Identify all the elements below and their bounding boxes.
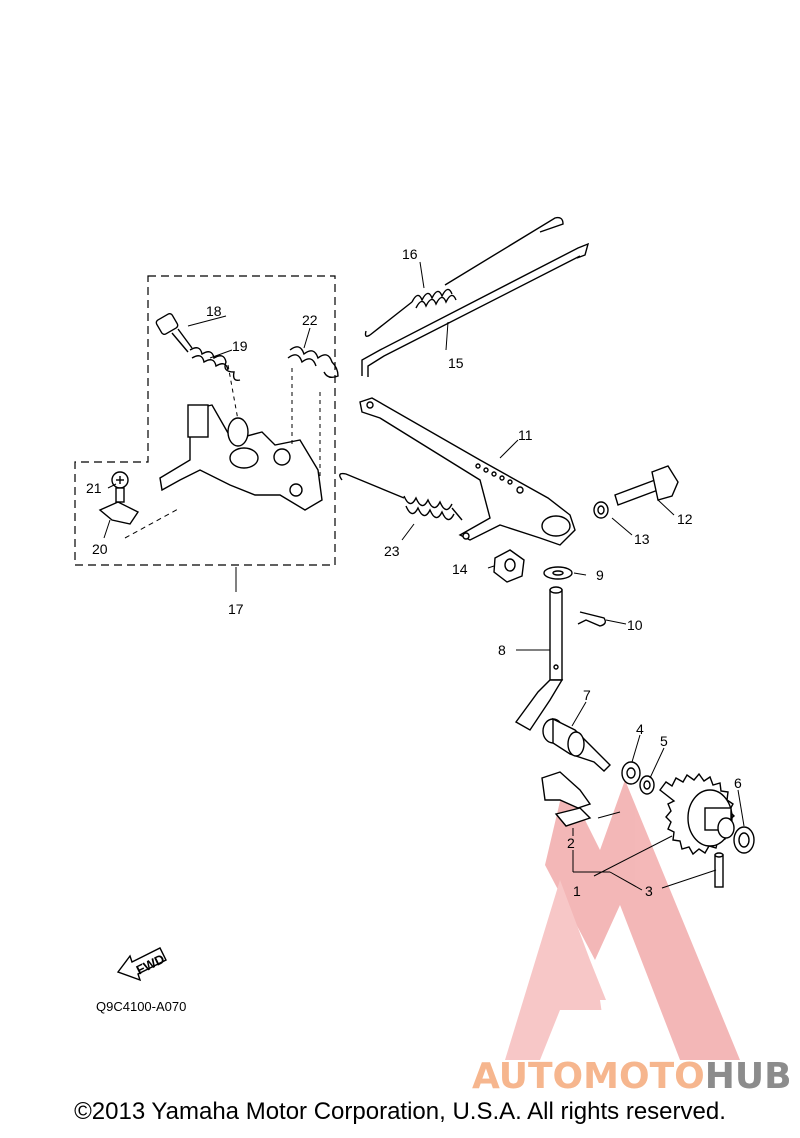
governor-gear-1 — [659, 772, 736, 856]
pin-3 — [714, 852, 724, 888]
callout-20: 20 — [92, 541, 108, 557]
callout-7: 7 — [583, 687, 591, 703]
nut-14 — [493, 549, 525, 583]
svg-text:AUTOMOTOHUB: AUTOMOTOHUB — [472, 1056, 792, 1097]
callout-10: 10 — [627, 617, 643, 633]
callout-2: 2 — [567, 835, 575, 851]
callout-1: 1 — [573, 883, 581, 899]
copyright-notice: ©2013 Yamaha Motor Corporation, U.S.A. A… — [74, 1098, 726, 1125]
governor-shaft-8 — [514, 586, 564, 731]
callout-8: 8 — [498, 642, 506, 658]
governor-lever-11 — [359, 397, 576, 546]
screw-21 — [111, 471, 129, 503]
governor-bracket — [159, 364, 323, 511]
callout-labels: 1 2 3 4 5 6 7 8 9 10 11 12 13 14 15 16 1… — [86, 246, 742, 899]
callout-16: 16 — [402, 246, 418, 262]
drawing-code: Q9C4100-A070 — [96, 999, 186, 1014]
washer-9 — [543, 566, 573, 580]
callout-12: 12 — [677, 511, 693, 527]
wordmark-part-a: AUTOMOTO — [472, 1056, 705, 1097]
callout-14: 14 — [452, 561, 468, 577]
leader-lines — [103, 261, 745, 891]
callout-21: 21 — [86, 480, 102, 496]
callout-11: 11 — [518, 427, 533, 443]
callout-3: 3 — [645, 883, 653, 899]
fwd-arrow-icon: FWD — [116, 947, 167, 982]
weight-shaft-7 — [542, 717, 611, 772]
callout-4: 4 — [636, 721, 644, 737]
washer-5 — [639, 775, 655, 795]
washer-13-hole — [597, 505, 605, 515]
pin-10 — [577, 611, 607, 627]
callout-6: 6 — [734, 775, 742, 791]
callout-19: 19 — [232, 338, 248, 354]
throttle-rod-15 — [361, 242, 590, 377]
callout-22: 22 — [302, 312, 318, 328]
automotohub-wordmark: AUTOMOTOHUB — [472, 1056, 792, 1097]
governor-weight-2 — [541, 771, 592, 827]
assembly-boundary — [74, 275, 336, 566]
callout-5: 5 — [660, 733, 668, 749]
wordmark-part-b: HUB — [705, 1056, 792, 1097]
spring-22 — [287, 346, 339, 379]
spring-19 — [189, 347, 241, 382]
spring-23 — [339, 472, 463, 521]
callout-17: 17 — [228, 601, 244, 617]
callout-9: 9 — [596, 567, 604, 583]
spring-16 — [364, 216, 564, 338]
bolt-12 — [614, 465, 679, 506]
washer-4 — [621, 761, 641, 785]
callout-15: 15 — [448, 355, 464, 371]
fwd-label: FWD — [134, 951, 167, 977]
bolt-18 — [155, 312, 193, 353]
automotohub-logo — [505, 780, 740, 1060]
callout-13: 13 — [634, 531, 650, 547]
washer-6 — [733, 826, 755, 854]
callout-23: 23 — [384, 543, 400, 559]
callout-18: 18 — [206, 303, 222, 319]
clip-20 — [98, 501, 181, 539]
